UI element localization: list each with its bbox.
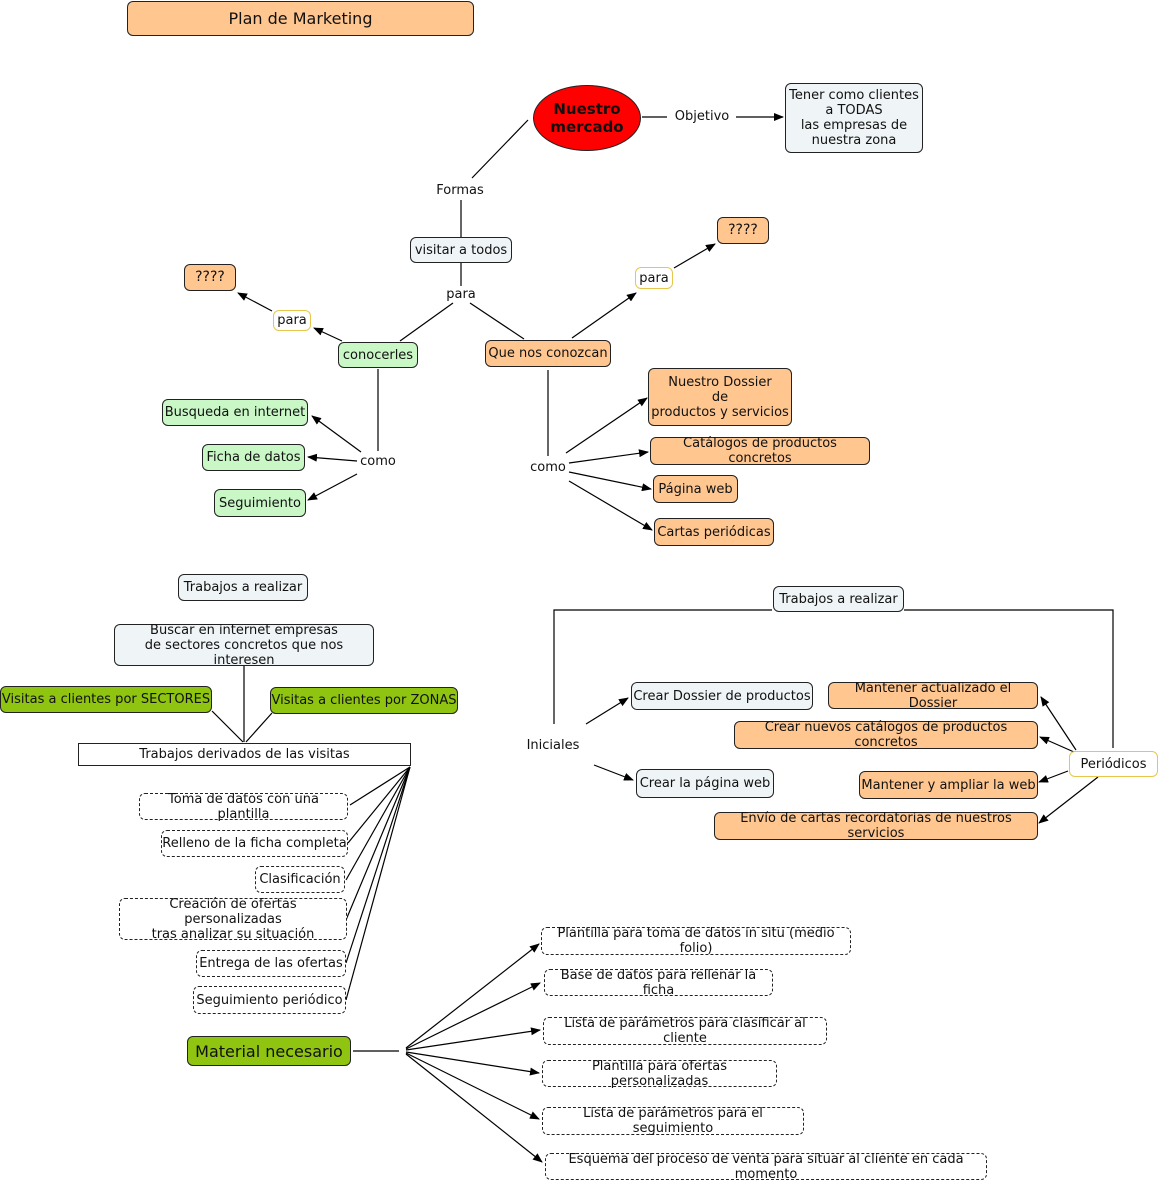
busqueda-internet-node[interactable]: Busqueda en internet [162,399,308,426]
material-necesario-node[interactable]: Material necesario [187,1036,351,1066]
link-label-iniciales: Iniciales [526,737,580,753]
task-item[interactable]: Entrega de las ofertas [196,950,346,977]
material-item[interactable]: Esquema del proceso de venta para situar… [545,1152,987,1182]
periodic-task-item[interactable]: Envío de cartas recordatorias de nuestro… [714,811,1038,841]
crear-dossier-node[interactable]: Crear Dossier de productos [631,682,813,710]
periodic-task-item[interactable]: Mantener y ampliar la web [859,771,1038,799]
seguimiento-node[interactable]: Seguimiento [214,489,306,517]
material-item[interactable]: Base de datos para rellenar la ficha [544,968,773,998]
ficha-datos-node[interactable]: Ficha de datos [202,444,305,471]
unknown-node-left[interactable]: ???? [184,264,236,291]
central-concept-nuestro-mercado[interactable]: Nuestro mercado [533,85,641,151]
periodic-task-item[interactable]: Crear nuevos catálogos de productos conc… [734,720,1038,750]
visitar-a-todos-node[interactable]: visitar a todos [410,237,512,263]
task-item[interactable]: Creación de ofertas personalizadas tras … [119,897,347,942]
buscar-empresas-node[interactable]: Buscar en internet empresas de sectores … [114,623,374,668]
que-nos-conozcan-node[interactable]: Que nos conozcan [485,340,611,367]
pagina-web-node[interactable]: Página web [653,475,738,503]
link-label-para-right: para [635,267,673,289]
cartas-periodicas-node[interactable]: Cartas periódicas [654,518,774,546]
link-label-para-left: para [273,310,311,331]
material-item[interactable]: Plantilla para ofertas personalizadas [542,1059,777,1089]
visitas-zonas-node[interactable]: Visitas a clientes por ZONAS [270,687,458,714]
link-label-para: para [446,286,476,302]
trabajos-derivados-node[interactable]: Trabajos derivados de las visitas [78,743,411,766]
page-title: Plan de Marketing [127,1,474,36]
link-label-periodicos: Periódicos [1069,751,1158,777]
link-label-formas: Formas [436,182,484,198]
link-label-objetivo: Objetivo [674,108,730,124]
visitas-sectores-node[interactable]: Visitas a clientes por SECTORES [0,686,212,713]
trabajos-realizar-left[interactable]: Trabajos a realizar [178,574,308,601]
task-item[interactable]: Seguimiento periódico [193,986,346,1014]
crear-web-node[interactable]: Crear la página web [636,769,774,798]
material-item[interactable]: Lista de parámetros para clasificar al c… [543,1016,827,1046]
link-label-como-right: como [530,459,566,475]
task-item[interactable]: Relleno de la ficha completa [161,830,348,857]
material-item[interactable]: Plantilla para toma de datos in situ (me… [541,926,851,956]
task-item[interactable]: Toma de datos con una plantilla [139,792,348,822]
catalogos-node[interactable]: Catálogos de productos concretos [650,436,870,466]
periodic-task-item[interactable]: Mantener actualizado el Dossier [828,681,1038,711]
task-item[interactable]: Clasificación [255,866,345,893]
goal-node[interactable]: Tener como clientes a TODAS las empresas… [785,83,923,153]
link-label-como-left: como [360,453,396,469]
material-item[interactable]: Lista de parámetros para el seguimiento [542,1106,804,1136]
unknown-node-right[interactable]: ???? [717,217,769,244]
conocerles-node[interactable]: conocerles [338,342,418,368]
trabajos-realizar-right[interactable]: Trabajos a realizar [773,586,904,612]
dossier-node[interactable]: Nuestro Dossier de productos y servicios [648,368,792,426]
